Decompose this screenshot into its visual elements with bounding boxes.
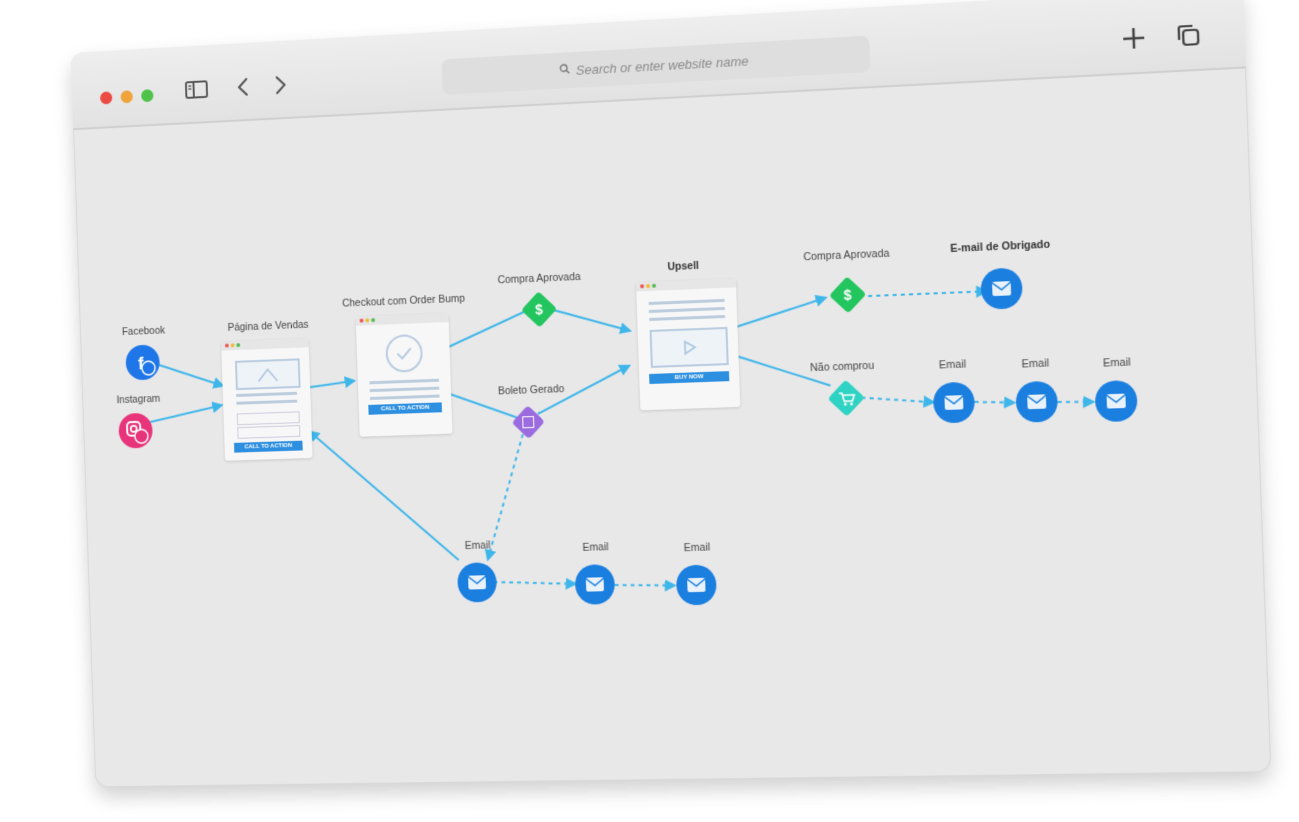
edge-approved-upsell (550, 306, 630, 334)
mail-icon-2[interactable] (1015, 380, 1059, 423)
edge-email-sales (310, 427, 459, 564)
browser-window: Search or enter website name (71, 0, 1272, 787)
close-window-button[interactable] (99, 91, 113, 105)
svg-text:f: f (138, 353, 144, 373)
dollar-glyph-2: $ (843, 286, 852, 304)
mail-icon-1[interactable] (932, 381, 976, 424)
checkout-cta-button[interactable]: CALL TO ACTION (368, 402, 443, 415)
address-bar[interactable]: Search or enter website name (441, 35, 871, 95)
back-icon[interactable] (229, 74, 258, 105)
not-bought-label: Não comprou (809, 359, 875, 375)
document-glyph (522, 416, 535, 429)
edge-email1-email2 (975, 401, 1014, 404)
edge-upsell-approved2 (737, 298, 827, 327)
edge-b2-b3 (615, 584, 675, 587)
hero-image-placeholder (234, 358, 301, 391)
facebook-label: Facebook (121, 324, 166, 339)
mail-icon-thanks[interactable] (980, 267, 1024, 310)
edge-sales-checkout (308, 381, 354, 388)
mail-icon-b1[interactable] (456, 562, 498, 603)
boleto-email-3-label: Email (683, 541, 711, 555)
mail-icon-b3[interactable] (675, 564, 718, 606)
boleto-email-1-label: Email (464, 539, 491, 552)
email-2-label: Email (1021, 357, 1050, 371)
instagram-label: Instagram (116, 392, 161, 407)
video-placeholder[interactable] (649, 326, 729, 368)
boleto-label: Boleto Gerado (497, 383, 565, 398)
tabs-overview-icon[interactable] (1172, 21, 1205, 54)
facebook-icon[interactable]: f (125, 344, 161, 381)
edge-notbought-email1 (861, 395, 933, 405)
new-tab-icon[interactable] (1117, 24, 1150, 57)
sales-page-cta-button[interactable]: CALL TO ACTION (233, 440, 303, 453)
edge-checkout-approved (445, 310, 529, 348)
dollar-glyph: $ (534, 301, 544, 318)
edge-email2-email3 (1058, 401, 1094, 403)
edge-instagram-sales (148, 405, 222, 422)
maximize-window-button[interactable] (140, 89, 154, 103)
upsell-page-card[interactable]: BUY NOW (635, 278, 741, 411)
edge-approved2-thanks (868, 291, 986, 296)
email-1-label: Email (938, 358, 967, 372)
forward-icon[interactable] (265, 72, 295, 103)
email-3-label: Email (1102, 356, 1131, 370)
upsell-page-title: Upsell (667, 259, 700, 274)
cart-glyph (835, 389, 858, 408)
edge-facebook-sales (156, 361, 223, 388)
mail-icon-3[interactable] (1094, 379, 1138, 423)
address-bar-placeholder: Search or enter website name (575, 52, 749, 78)
minimize-window-button[interactable] (120, 90, 134, 104)
search-icon (559, 63, 570, 78)
checkmark-icon (385, 333, 424, 373)
boleto-email-2-label: Email (582, 541, 609, 554)
checkout-page-card[interactable]: CALL TO ACTION (355, 313, 453, 437)
instagram-icon[interactable] (118, 412, 154, 449)
mail-icon-b2[interactable] (574, 564, 616, 605)
funnel-canvas: Facebook f Instagram Página de Vendas CA… (73, 68, 1271, 787)
upsell-buy-button[interactable]: BUY NOW (649, 371, 730, 385)
sales-page-card[interactable]: CALL TO ACTION (221, 338, 313, 461)
edge-b1-b2 (494, 580, 576, 586)
sidebar-icon[interactable] (182, 76, 211, 107)
